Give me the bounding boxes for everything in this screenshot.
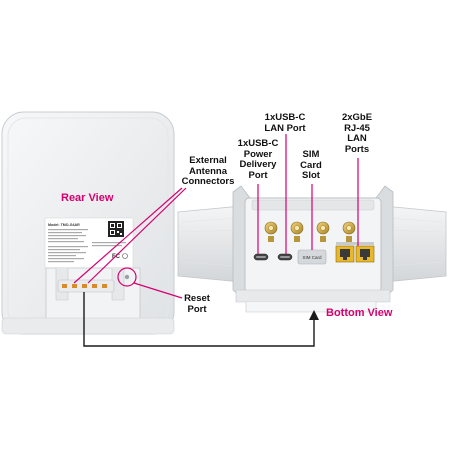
reset-port-callout: Reset Port (184, 293, 210, 315)
rear-view-label: Rear View (61, 192, 114, 204)
usb-pd-callout: 1xUSB-C Power Delivery Port (237, 138, 279, 181)
rj45-port-1 (335, 245, 355, 263)
fcc-mark: FC (112, 254, 121, 260)
external-antenna-callout: External Antenna Connectors (181, 155, 235, 187)
left-wing (177, 205, 243, 283)
rear-port-1 (62, 284, 67, 288)
rj45-port-2 (355, 245, 375, 263)
gbe-ports-callout: 2xGbE RJ-45 LAN Ports (341, 112, 373, 155)
antenna-connector-2 (290, 221, 304, 242)
view-transition-arrow (83, 292, 319, 347)
rear-port-4 (92, 284, 97, 288)
rear-port-2 (72, 284, 77, 288)
antenna-callout-line (73, 187, 183, 284)
model-label: Model: TMO-G4AR (48, 223, 80, 227)
sim-slot-callout: SIM Card Slot (300, 149, 322, 181)
reset-callout-line (133, 282, 183, 299)
antenna-connector-3 (316, 221, 330, 242)
product-label-sticker: Model: TMO-G4AR (44, 217, 134, 269)
callout-lines (73, 134, 359, 299)
bottom-view-device: SIM Card (177, 185, 447, 313)
qr-code (108, 221, 124, 237)
reset-highlight-circle (117, 267, 137, 287)
antenna-connector-1 (264, 221, 278, 242)
rear-port-3 (82, 284, 87, 288)
rear-port-5 (102, 284, 107, 288)
antenna-connector-4 (342, 221, 356, 242)
reset-hole (124, 274, 130, 280)
sim-card-text: SIM Card (302, 255, 322, 260)
bottom-view-label: Bottom View (326, 307, 393, 319)
rear-view-device: Model: TMO-G4AR (1, 111, 175, 335)
usb-lan-callout: 1xUSB-C LAN Port (264, 112, 306, 134)
